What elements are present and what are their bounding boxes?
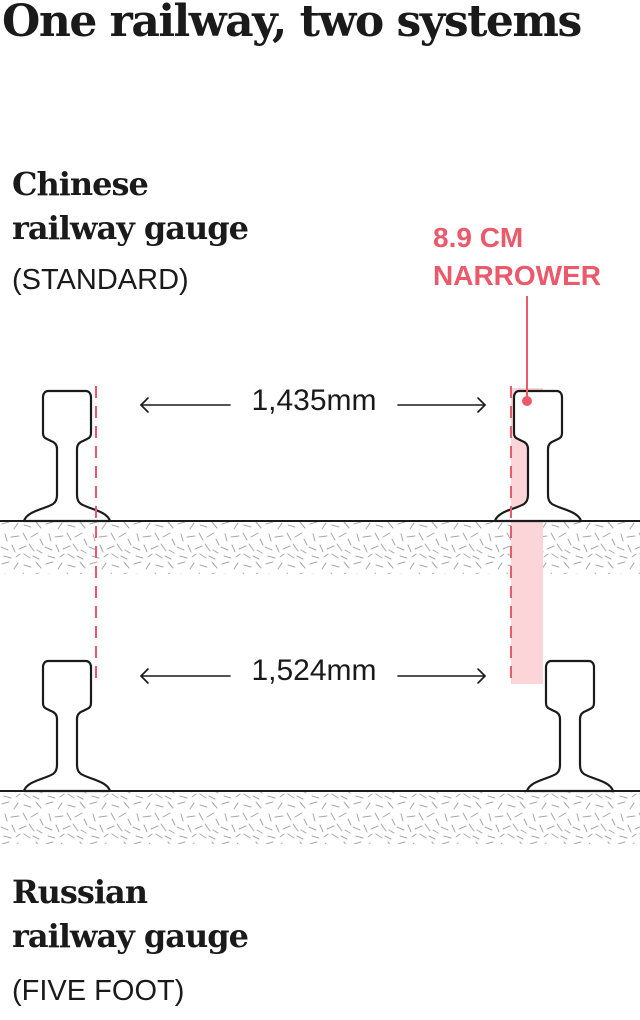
- chinese-left-rail: [22, 389, 112, 523]
- chinese-gauge-title: Chinese railway gauge: [12, 162, 249, 250]
- difference-callout-line1: 8.9 CM: [433, 222, 524, 253]
- russian-gauge-measurement: 1,524mm: [247, 654, 381, 688]
- chinese-gauge-title-line2: railway gauge: [12, 209, 249, 247]
- chinese-gauge-title-line1: Chinese: [12, 165, 149, 203]
- chinese-right-rail: [493, 389, 583, 523]
- russian-gauge-title-line2: railway gauge: [12, 917, 249, 955]
- russian-gauge-arrow: [140, 668, 486, 684]
- russian-left-rail: [22, 659, 112, 793]
- russian-gauge-subtitle: (FIVE FOOT): [12, 975, 185, 1007]
- russian-gauge-title-line1: Russian: [12, 873, 148, 911]
- chinese-gauge-arrow: [140, 397, 486, 413]
- difference-callout: 8.9 CM NARROWER: [433, 219, 601, 295]
- ballast-band-lower: [0, 792, 640, 844]
- difference-callout-line2: NARROWER: [433, 260, 601, 291]
- russian-gauge-title: Russian railway gauge: [12, 870, 249, 958]
- page-title: One railway, two systems: [2, 0, 582, 47]
- callout-leader-dot: [522, 396, 532, 406]
- chinese-gauge-measurement: 1,435mm: [247, 384, 381, 418]
- chinese-gauge-subtitle: (STANDARD): [12, 264, 189, 296]
